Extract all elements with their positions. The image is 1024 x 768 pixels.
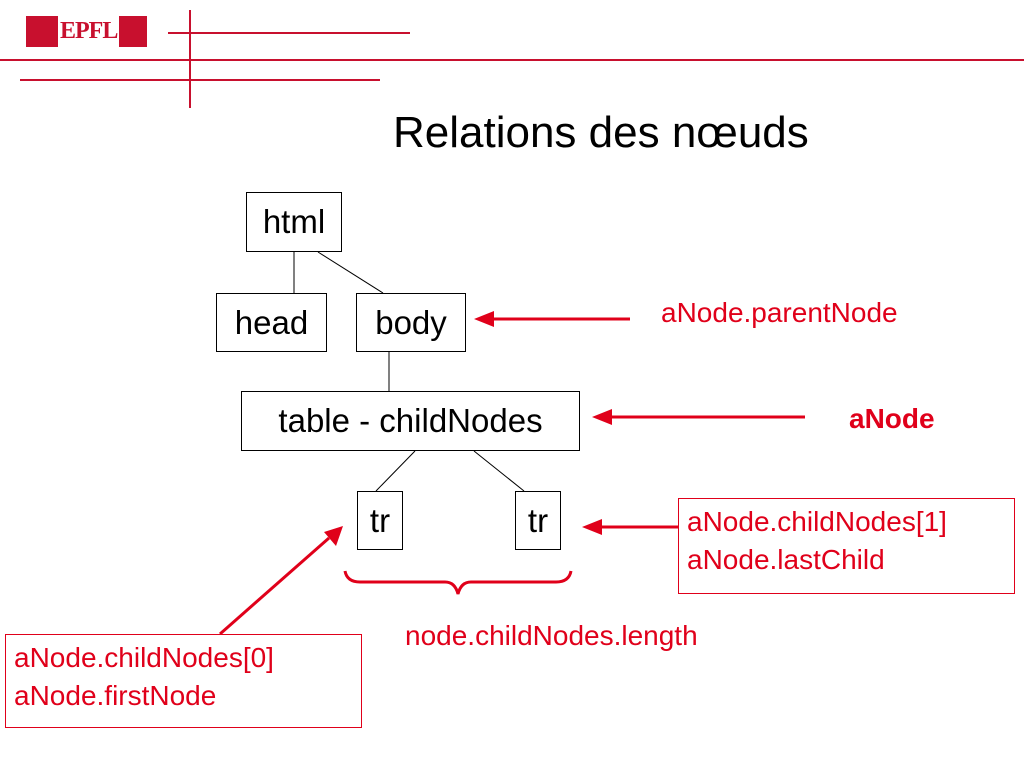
box-first-child: aNode.childNodes[0] aNode.firstNode <box>5 634 362 728</box>
node-html: html <box>246 192 342 252</box>
epfl-logo: EPFL <box>58 16 120 47</box>
node-tr-first: tr <box>357 491 403 550</box>
node-tr-second: tr <box>515 491 561 550</box>
page-title: Relations des nœuds <box>393 108 809 157</box>
edge-table-tr2 <box>473 450 525 492</box>
label-child-nodes-length: node.childNodes.length <box>405 620 698 651</box>
box-last-child: aNode.childNodes[1] aNode.lastChild <box>678 498 1015 594</box>
arrow-first-child-head <box>324 526 343 546</box>
node-head: head <box>216 293 327 352</box>
arrow-parent-head <box>474 311 494 327</box>
arrow-current-head <box>592 409 612 425</box>
label-first-node: aNode.firstNode <box>14 680 217 711</box>
edge-html-body <box>317 251 384 294</box>
node-body: body <box>356 293 466 352</box>
label-current-node: aNode <box>849 403 935 434</box>
edge-table-tr1 <box>375 450 416 492</box>
label-child-nodes-1: aNode.childNodes[1] <box>687 506 947 537</box>
label-child-nodes-0: aNode.childNodes[0] <box>14 642 274 673</box>
node-table: table - childNodes <box>241 391 580 451</box>
label-parent-node: aNode.parentNode <box>661 297 898 328</box>
children-brace <box>343 570 573 595</box>
arrow-last-child-head <box>582 519 602 535</box>
arrow-first-child-line <box>219 536 330 636</box>
label-last-child: aNode.lastChild <box>687 544 885 575</box>
